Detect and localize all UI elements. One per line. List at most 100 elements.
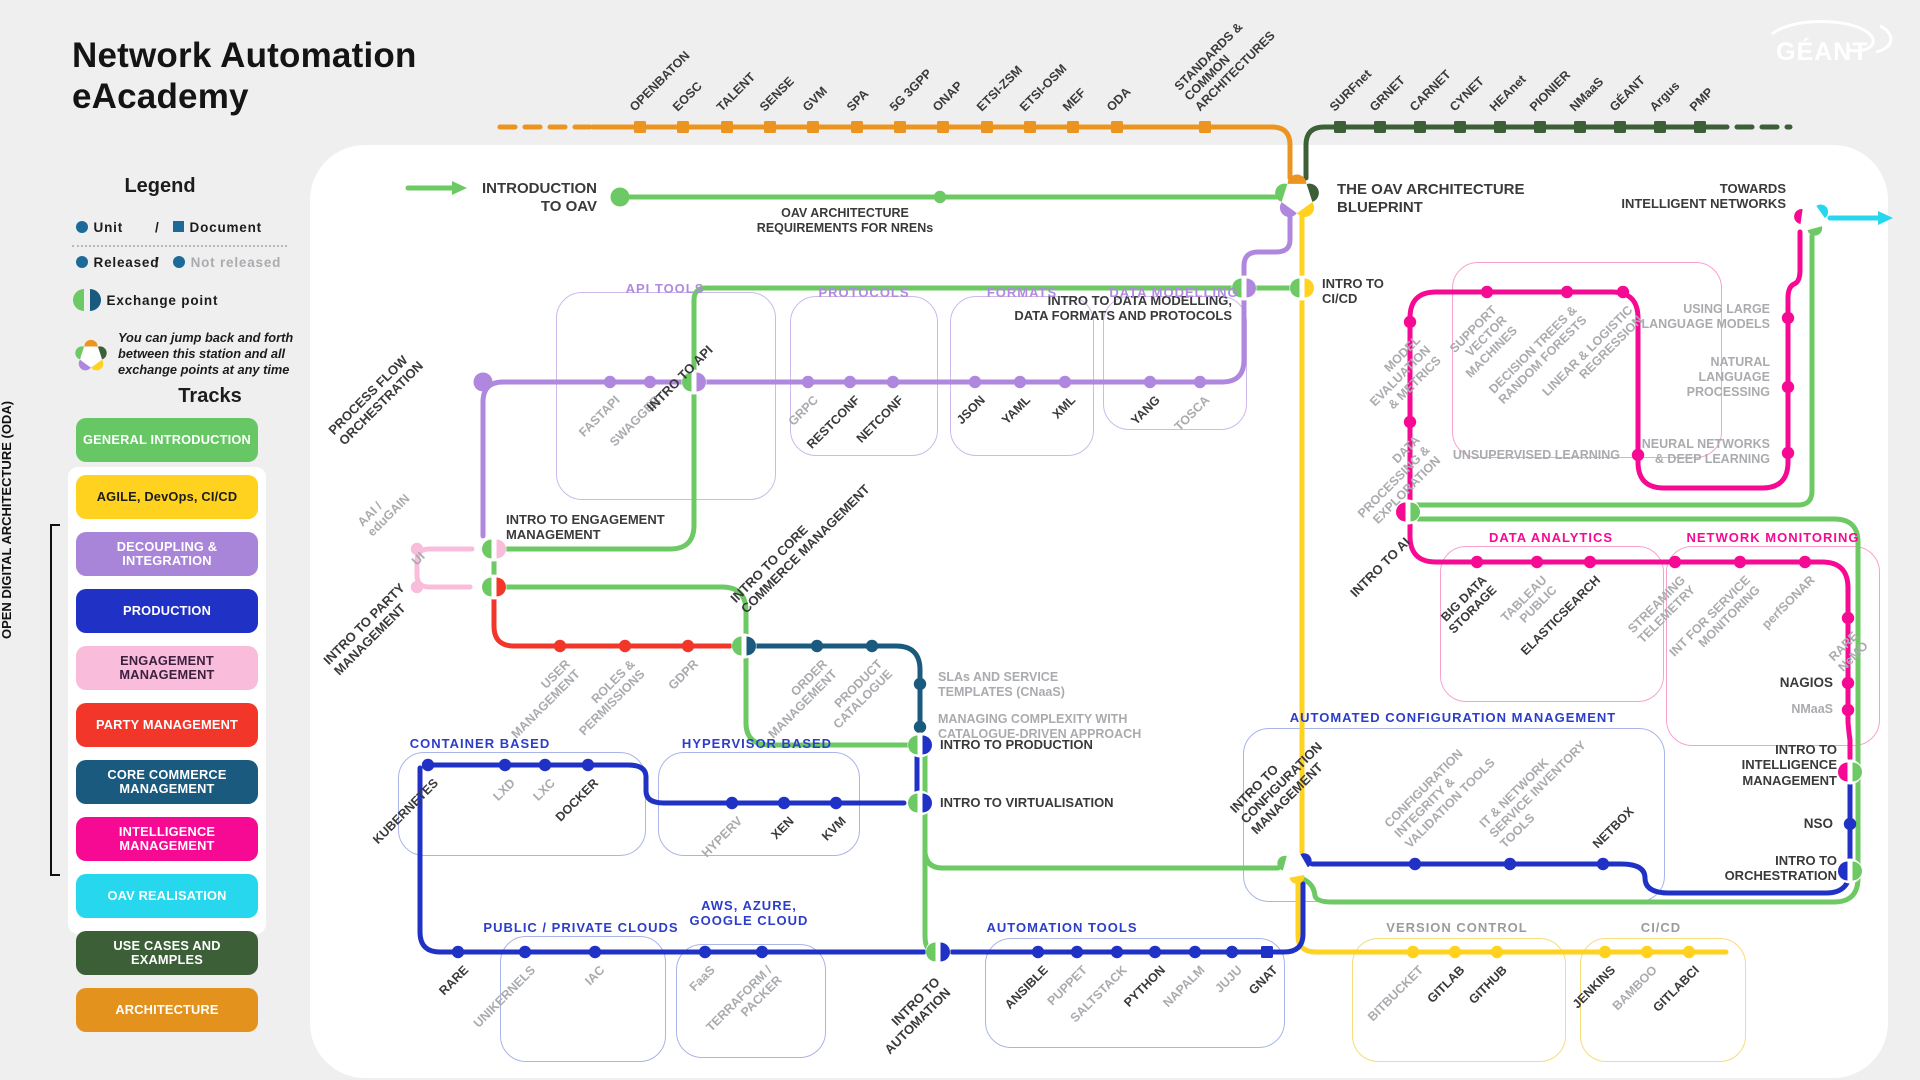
title-line-1: Network Automation — [72, 36, 417, 75]
track-chip-use-cases-and-examples: USE CASES AND EXAMPLES — [76, 931, 258, 975]
station-lxc — [538, 758, 552, 772]
station-g-ant — [1614, 121, 1626, 133]
metro-line-green — [497, 584, 913, 748]
legend-slash: / — [155, 220, 160, 235]
flower-petal — [1794, 209, 1803, 224]
map-label-intro-to-virtualisation: INTRO TO VIRTUALISATION — [940, 795, 1114, 810]
exchange-point — [482, 577, 492, 597]
station-dot — [1843, 817, 1857, 831]
map-label-intro-to-production: INTRO TO PRODUCTION — [940, 737, 1093, 752]
cluster-box — [1440, 546, 1664, 702]
station-python — [1148, 945, 1162, 959]
cluster-box — [790, 296, 938, 456]
map-label-managing-complexity-with: MANAGING COMPLEXITY WITH CATALOGUE-DRIVE… — [938, 712, 1142, 741]
station-big-data-storage — [1470, 555, 1484, 569]
exchange-point — [696, 372, 706, 392]
metro-line-blue — [417, 765, 927, 955]
exchange-point — [1852, 861, 1862, 881]
track-chip-party-management: PARTY MANAGEMENT — [76, 703, 258, 747]
station-dot — [410, 580, 424, 594]
cluster-title-automation-tools: AUTOMATION TOOLS — [986, 920, 1138, 935]
legend-released: Released — [75, 255, 159, 270]
cluster-box — [950, 296, 1094, 456]
station-etsi-zsm — [981, 121, 993, 133]
track-chip-engagement: ENGAGEMENT MANAGEMENT — [76, 646, 258, 690]
station-netbox — [1596, 857, 1610, 871]
station-dot — [1841, 676, 1855, 690]
unit-icon — [76, 221, 88, 233]
station-pionier — [1534, 121, 1546, 133]
cluster-box — [1666, 546, 1880, 746]
station-etsi-osm — [1024, 121, 1036, 133]
metro-line-green — [922, 850, 1281, 871]
station-data-processing-exploration — [1403, 415, 1417, 429]
jump-station-flower — [1275, 174, 1319, 217]
station-ansible — [1031, 945, 1045, 959]
cluster-title-automated-configuration-management: AUTOMATED CONFIGURATION MANAGEMENT — [1289, 710, 1617, 725]
metro-line-dkgreen — [1303, 124, 1715, 181]
legend-exchange-point: Exchange point — [72, 287, 218, 313]
station-oda — [1111, 121, 1123, 133]
station-bitbucket — [1406, 945, 1420, 959]
station-gitlabci — [1682, 945, 1696, 959]
metro-line-yellow — [1295, 881, 1729, 955]
station-dot — [473, 372, 493, 392]
map-label-neural-networks: NEURAL NETWORKS & DEEP LEARNING — [1641, 437, 1770, 466]
track-chip-oav-realisation: OAV REALISATION — [76, 874, 258, 918]
metro-line-blue — [425, 762, 907, 806]
title-line-2: eAcademy — [72, 76, 249, 116]
geant-logo: GÉANT — [1752, 16, 1902, 76]
track-chip-production: PRODUCTION — [76, 589, 258, 633]
not-released-icon — [173, 256, 185, 268]
flower-petal — [1279, 202, 1297, 217]
exchange-point — [926, 942, 936, 962]
metro-line-blue — [949, 881, 1306, 955]
exchange-point — [1396, 502, 1406, 522]
map-label-intro-to: INTRO TO INTELLIGENCE MANAGEMENT — [1741, 742, 1837, 788]
station-yaml — [1013, 375, 1027, 389]
cluster-box — [676, 944, 826, 1058]
station-configuration-integrity-validation-tools — [1408, 857, 1422, 871]
jump-station-icon — [75, 339, 107, 371]
legend-divider — [72, 245, 287, 247]
station-carnet — [1414, 121, 1426, 133]
exchange-point — [908, 793, 918, 813]
track-chip-architecture: ARCHITECTURE — [76, 988, 258, 1032]
metro-line-pink — [414, 546, 475, 590]
station-it-network-service-inventory-tools — [1503, 857, 1517, 871]
map-label-intro-to-engagement: INTRO TO ENGAGEMENT MANAGEMENT — [506, 512, 665, 543]
map-label-slas-and-service: SLAs AND SERVICE TEMPLATES (CNaaS) — [938, 670, 1065, 699]
exchange-point — [732, 636, 742, 656]
exchange-point — [940, 942, 950, 962]
station-dot — [1781, 446, 1795, 460]
exchange-point — [1838, 861, 1848, 881]
map-label-intro-to-data-modelling: INTRO TO DATA MODELLING, DATA FORMATS AN… — [1014, 293, 1232, 324]
metro-line-teal — [753, 643, 923, 739]
station-perfsonar — [1798, 555, 1812, 569]
legend-document: Document — [172, 220, 262, 235]
legend-unit: Unit — [75, 220, 123, 235]
station-grpc — [801, 375, 815, 389]
cluster-title-ci-cd: CI/CD — [1640, 920, 1682, 935]
station-5g-3gpp — [894, 121, 906, 133]
station-hyperv — [725, 796, 739, 810]
cluster-box — [1580, 938, 1746, 1062]
exchange-point — [1290, 278, 1300, 298]
station-faas — [698, 945, 712, 959]
station-standards-common-architectures — [1199, 121, 1211, 133]
station-surfnet — [1334, 121, 1346, 133]
station-gnat — [1261, 946, 1273, 958]
cluster-box — [985, 938, 1285, 1048]
cluster-title-network-monitoring: NETWORK MONITORING — [1686, 530, 1860, 545]
metro-line-orange — [590, 124, 1293, 181]
cluster-box — [1103, 296, 1247, 430]
map-label-nagios: NAGIOS — [1779, 675, 1833, 690]
station-yang — [1143, 375, 1157, 389]
exchange-point — [1852, 762, 1862, 782]
station-gitlab — [1448, 945, 1462, 959]
station-rare — [451, 945, 465, 959]
map-label-oav-architecture: OAV ARCHITECTURE REQUIREMENTS FOR NRENs — [756, 206, 934, 235]
